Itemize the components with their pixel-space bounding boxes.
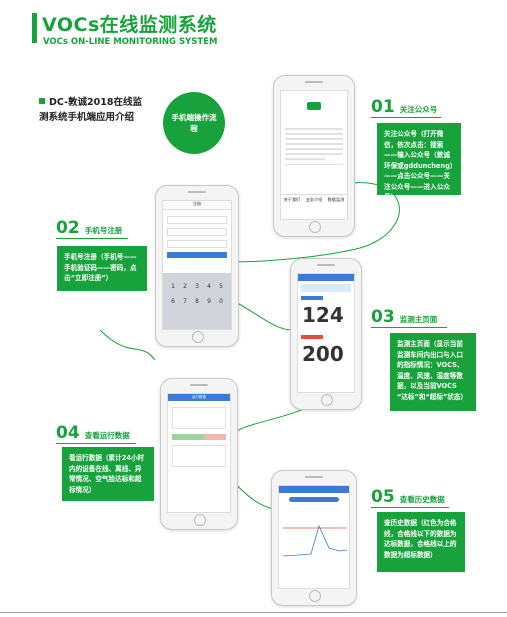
running-header-bar: 运行数据 <box>168 394 230 401</box>
phone-speaker <box>190 384 208 386</box>
wechat-tab-monitor[interactable]: 数据监测 <box>327 197 345 202</box>
code-input[interactable] <box>167 228 227 236</box>
step-03-header: 03 监测主页面 <box>371 307 437 327</box>
history-line-chart <box>282 524 348 557</box>
key-5[interactable]: 5 <box>219 283 223 290</box>
step-03-description: 监测主页面（显示当前监测车间内出口与入口的指标情况：VOCS、温度、风速、湿度等… <box>390 333 476 411</box>
phone-input[interactable] <box>167 216 227 224</box>
phone-register: 注册 1 2 3 4 5 6 7 8 9 0 <box>155 185 239 347</box>
key-9[interactable]: 9 <box>207 298 211 305</box>
step-03-underline <box>371 327 447 328</box>
step-05-number: 05 <box>371 487 395 507</box>
phone-speaker <box>317 264 335 266</box>
status-badge-exceed <box>301 335 323 339</box>
step-04-description: 看运行数据（累计24小时内的设备在线、离线、异常情况、空气检达标和超标情况） <box>62 447 154 501</box>
step-02-header: 02 手机号注册 <box>56 218 122 238</box>
monitor-screen: 124 200 <box>297 273 355 393</box>
step-02-underline <box>56 238 128 239</box>
page-title: VOCs在线监测系统 <box>42 14 217 36</box>
monitor-tab-row <box>301 284 351 292</box>
key-1[interactable]: 1 <box>171 283 175 290</box>
step-02-description: 手机号注册（手机号——手机验证码——密码，点击“立即注册”） <box>57 246 147 291</box>
monitor-value-outlet: 200 <box>302 342 344 366</box>
key-6[interactable]: 6 <box>171 298 175 305</box>
wechat-logo-area <box>281 91 347 125</box>
history-toggle[interactable] <box>289 497 339 502</box>
key-2[interactable]: 2 <box>183 283 187 290</box>
step-04-underline <box>56 443 136 444</box>
step-05-title: 查看历史数据 <box>399 495 445 504</box>
step-05-description: 查历史数据（红色为合格线，合格线以下的数据为达标数据，合格线以上的数据为超标数据… <box>377 512 465 572</box>
intro-heading: DC-敦诚2018在线监测系统手机端应用介绍 <box>39 95 149 125</box>
key-3[interactable]: 3 <box>195 283 199 290</box>
title-accent-bar <box>32 13 37 43</box>
history-header-bar <box>279 486 349 493</box>
key-7[interactable]: 7 <box>183 298 187 305</box>
step-03-number: 03 <box>371 307 395 327</box>
phone-speaker <box>188 191 206 193</box>
register-screen: 注册 1 2 3 4 5 6 7 8 9 0 <box>162 200 232 330</box>
step-04-title: 查看运行数据 <box>84 431 130 440</box>
phone-history <box>271 470 357 606</box>
bullet-square-icon <box>39 98 45 104</box>
wechat-screen: 关于我们 业务介绍 数据监测 <box>280 90 348 220</box>
step-01-description: 关注公众号（打开微信，依次点击：搜索——输入公众号（敦诚环保或gddunchen… <box>377 123 461 201</box>
history-screen <box>278 485 350 589</box>
key-8[interactable]: 8 <box>195 298 199 305</box>
step-04-number: 04 <box>56 423 80 443</box>
process-circle: 手机端操作流程 <box>163 92 225 154</box>
keyboard: 1 2 3 4 5 6 7 8 9 0 <box>163 273 231 329</box>
page-bottom-border <box>0 612 507 613</box>
step-01-header: 01 关注公众号 <box>371 97 437 117</box>
phone-home-button <box>309 590 321 602</box>
key-4[interactable]: 4 <box>207 283 211 290</box>
running-timeline-bar <box>172 434 226 440</box>
step-02-title: 手机号注册 <box>84 226 123 235</box>
register-button[interactable] <box>167 252 227 258</box>
key-0[interactable]: 0 <box>219 298 223 305</box>
phone-home-button <box>309 221 321 233</box>
password-input[interactable] <box>167 240 227 248</box>
phone-home-button <box>192 331 204 343</box>
wechat-menu: 关于我们 业务介绍 数据监测 <box>281 194 347 205</box>
monitor-header-bar <box>298 274 354 281</box>
register-title: 注册 <box>163 201 231 210</box>
follow-row <box>285 164 343 175</box>
running-detail-panel <box>172 445 226 467</box>
phone-wechat: 关于我们 业务介绍 数据监测 <box>273 75 355 237</box>
step-05-header: 05 查看历史数据 <box>371 487 445 507</box>
process-circle-label: 手机端操作流程 <box>171 113 217 133</box>
intro-text: DC-敦诚2018在线监测系统手机端应用介绍 <box>39 97 142 123</box>
phone-monitor: 124 200 <box>290 258 362 410</box>
wechat-tab-business[interactable]: 业务介绍 <box>305 197 323 202</box>
phone-running: 运行数据 <box>160 378 238 530</box>
phone-speaker <box>305 476 323 478</box>
page-subtitle: VOCs ON-LINE MONITORING SYSTEM <box>43 37 218 47</box>
step-04-header: 04 查看运行数据 <box>56 423 130 443</box>
wechat-tab-about[interactable]: 关于我们 <box>283 197 301 202</box>
phone-home-button <box>194 514 206 526</box>
phone-home-button <box>321 394 333 406</box>
step-05-underline <box>371 507 449 508</box>
step-03-title: 监测主页面 <box>399 315 438 324</box>
phone-speaker <box>305 81 323 83</box>
company-logo-icon <box>307 102 321 110</box>
step-01-title: 关注公众号 <box>399 105 438 114</box>
monitor-value-inlet: 124 <box>302 303 344 327</box>
step-01-number: 01 <box>371 97 395 117</box>
step-02-number: 02 <box>56 218 80 238</box>
status-badge-pass <box>301 296 323 300</box>
running-screen: 运行数据 <box>167 393 231 513</box>
running-legend-panel <box>172 407 226 429</box>
step-01-underline <box>371 117 441 118</box>
